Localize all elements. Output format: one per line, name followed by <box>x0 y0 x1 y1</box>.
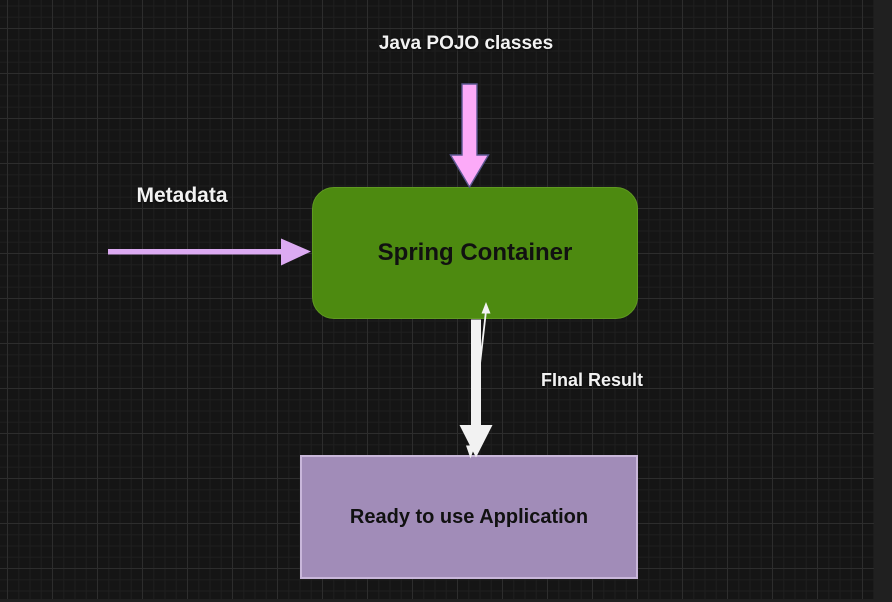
label-java-pojo-classes[interactable]: Java POJO classes <box>378 33 554 54</box>
node-ready-application-label: Ready to use Application <box>349 505 589 528</box>
label-final-result[interactable]: FInal Result <box>540 370 643 390</box>
label-metadata[interactable]: Metadata <box>136 184 228 207</box>
node-spring-container-label: Spring Container <box>377 239 573 266</box>
node-ready-application[interactable]: Ready to use Application <box>300 455 638 579</box>
node-spring-container[interactable]: Spring Container <box>312 187 638 319</box>
